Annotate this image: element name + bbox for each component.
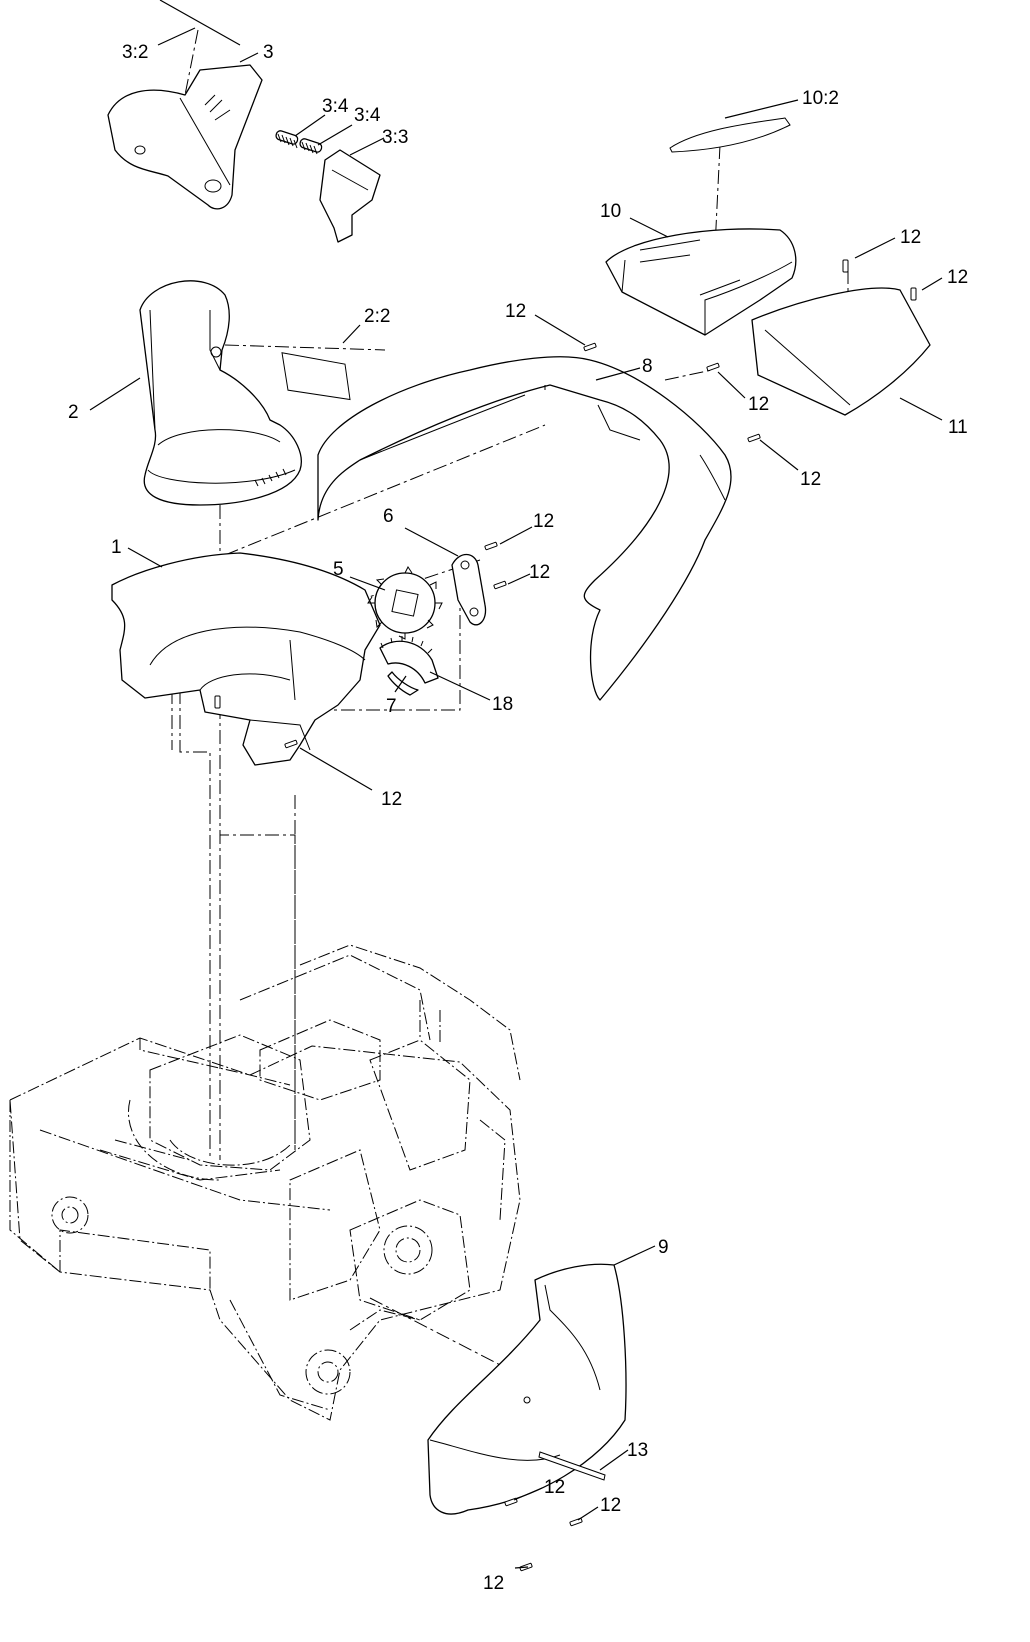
callout-12-k: 12 bbox=[483, 1573, 504, 1594]
callout-6: 6 bbox=[383, 506, 394, 527]
callout-18: 18 bbox=[492, 694, 513, 715]
part-2-chute bbox=[139, 280, 302, 506]
callout-9: 9 bbox=[658, 1237, 669, 1258]
callout-12-a: 12 bbox=[900, 227, 921, 248]
callout-11: 11 bbox=[948, 417, 968, 438]
callouts: 3:2 3 3:4 3:4 3:3 10:2 10 12 12 2:2 12 2… bbox=[68, 42, 968, 1594]
callout-12-b: 12 bbox=[947, 267, 968, 288]
part-3-deflector bbox=[107, 64, 263, 210]
callout-8: 8 bbox=[642, 356, 653, 377]
callout-12-f: 12 bbox=[533, 511, 554, 532]
part-8-handle bbox=[317, 356, 732, 701]
part-11-panel bbox=[751, 287, 931, 416]
decals bbox=[281, 117, 791, 401]
phantom-housing bbox=[9, 944, 521, 1421]
part-6-bracket bbox=[451, 553, 487, 626]
callout-12-i: 12 bbox=[544, 1477, 565, 1498]
callout-12-h: 12 bbox=[381, 789, 402, 810]
callout-12-d: 12 bbox=[748, 394, 769, 415]
callout-12-c: 12 bbox=[505, 301, 526, 322]
callout-3: 3 bbox=[263, 42, 274, 63]
callout-10: 10 bbox=[600, 201, 621, 222]
part-10-cover bbox=[605, 228, 797, 336]
callout-12-g: 12 bbox=[529, 562, 550, 583]
callout-10-2: 10:2 bbox=[802, 88, 839, 109]
callout-1: 1 bbox=[111, 537, 122, 558]
callout-12-e: 12 bbox=[800, 469, 821, 490]
callout-5: 5 bbox=[333, 559, 344, 580]
part-5-gear bbox=[367, 566, 443, 640]
callout-13: 13 bbox=[627, 1440, 648, 1461]
part-3-3-trigger bbox=[319, 149, 381, 243]
part-1-base bbox=[111, 552, 381, 766]
part-3-4-springs bbox=[275, 130, 323, 155]
leader-lines bbox=[89, 0, 943, 1569]
callout-2-2: 2:2 bbox=[364, 306, 390, 327]
screws bbox=[214, 259, 917, 1572]
callout-3-4b: 3:4 bbox=[354, 105, 381, 126]
part-7-gear-segment bbox=[379, 636, 439, 696]
callout-12-j: 12 bbox=[600, 1495, 621, 1516]
callout-3-4a: 3:4 bbox=[322, 96, 349, 117]
callout-2: 2 bbox=[68, 402, 79, 423]
callout-3-3: 3:3 bbox=[382, 127, 408, 148]
callout-7: 7 bbox=[386, 696, 397, 717]
callout-3-2: 3:2 bbox=[122, 42, 148, 63]
